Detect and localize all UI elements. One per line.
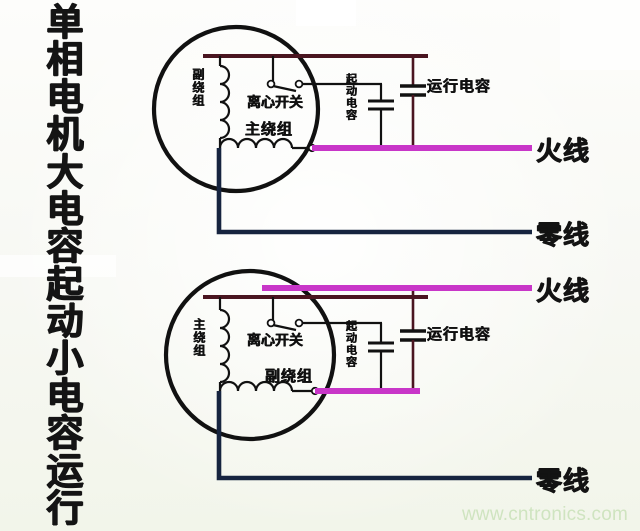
label-aux-winding-lower: 副绕组 [265,367,314,385]
switch-contact-right-upper [294,79,304,89]
label-neutral-wire-upper: 零线 [536,221,591,251]
lower-diagram [163,268,532,481]
title-char: 起 [46,262,84,306]
label-live-wire-lower: 火线 [536,277,591,307]
switch-blade-upper [272,84,297,93]
title-char: 容 [46,412,84,456]
site-watermark: www.cntronics.com [462,504,628,525]
label-start-capacitor-upper: 起动电容 [344,73,358,121]
label-neutral-wire-lower: 零线 [536,467,591,497]
label-centrifugal-switch-lower: 离心开关 [247,333,303,349]
title-char: 电 [46,75,84,119]
title-char: 相 [46,38,84,82]
title-char: 机 [46,113,84,157]
main-winding-coil-upper [218,137,294,149]
title-char: 电 [46,374,84,418]
title-char: 单 [46,1,84,44]
neutral-wire-upper [216,148,532,235]
label-main-winding-lower: 主绕组 [191,318,206,357]
title-char: 小 [46,337,84,381]
label-centrifugal-switch-upper: 离心开关 [247,95,303,111]
label-run-capacitor-lower: 运行电容 [427,325,492,343]
label-live-wire-upper: 火线 [536,137,591,167]
title-char: 运 [46,449,84,493]
label-start-capacitor-lower: 起动电容 [344,320,358,368]
title-char: 动 [46,300,84,343]
switch-contact-right-lower [294,318,304,328]
label-aux-winding-upper: 副绕组 [190,68,205,107]
label-main-winding-upper: 主绕组 [245,120,294,138]
aux-winding-coil-upper [219,64,231,140]
label-run-capacitor-upper: 运行电容 [427,77,492,95]
main-winding-coil-lower [219,308,231,384]
neutral-wire-lower [216,391,532,481]
title-char: 行 [46,486,84,530]
title-char: 容 [46,225,84,269]
vertical-title: 单 相 电 机 大 电 容 起 动 小 电 容 运 行 [22,4,108,527]
title-char: 大 [46,150,84,194]
upper-diagram [151,24,532,235]
title-char: 电 [46,187,84,231]
